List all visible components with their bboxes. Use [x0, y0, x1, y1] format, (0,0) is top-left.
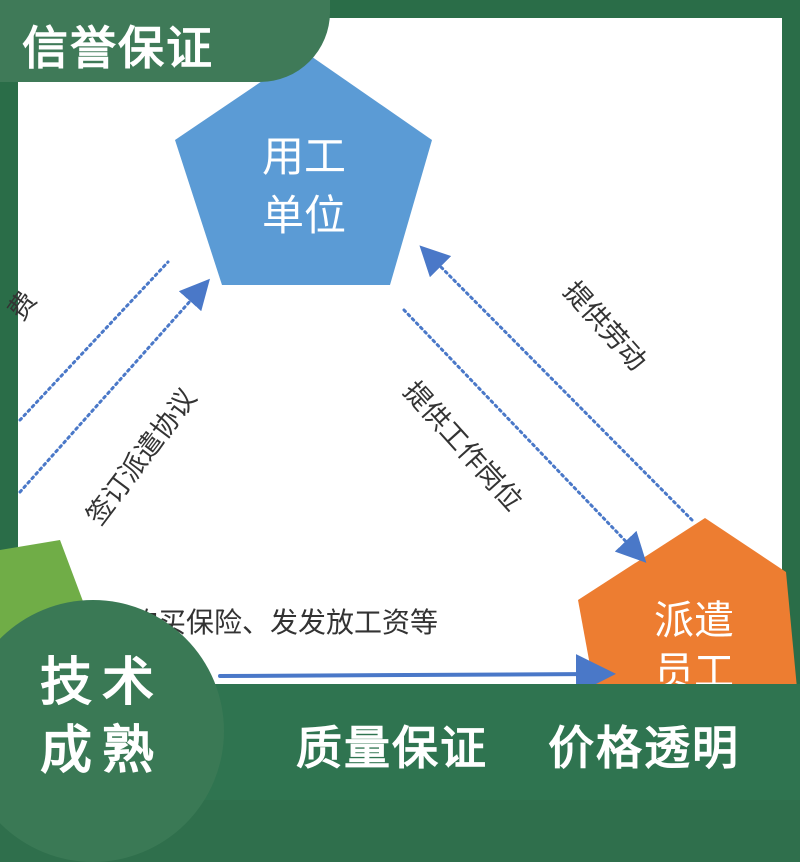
worker-label-line1: 派遣 — [654, 598, 734, 644]
dispatch-diagram: 用工 单位 派遣 员工 签订派遣协议 提供工作岗位 提供劳动 购买保险、发发放工… — [0, 52, 800, 752]
arrow-employer-to-worker — [402, 308, 647, 563]
employer-node — [175, 52, 432, 285]
edge-label-provide-labor: 提供劳动 — [557, 276, 652, 377]
employer-label-line1: 用工 — [262, 132, 346, 181]
employer-label-line2: 单位 — [262, 191, 346, 240]
slogan-quality: 质量保证 — [296, 721, 488, 775]
worker-node — [578, 518, 800, 720]
arrow-agency-to-employer-b — [18, 278, 210, 494]
tech-badge-line1: 技术 — [40, 653, 165, 713]
arrow-worker-to-employer — [419, 245, 694, 522]
edge-label-provide-position: 提供工作岗位 — [397, 376, 528, 517]
edge-label-sign-agreement: 签订派遣协议 — [81, 383, 203, 531]
arrow-agency-to-worker — [218, 654, 616, 695]
tech-badge-line2: 成熟 — [40, 721, 165, 781]
edge-label-fee-partial: 费 — [2, 286, 43, 326]
slogan-price: 价格透明 — [548, 721, 740, 775]
top-title-badge: 信誉保证 — [0, 0, 330, 82]
top-title: 信誉保证 — [22, 21, 214, 75]
arrow-agency-to-employer-a — [18, 260, 170, 422]
